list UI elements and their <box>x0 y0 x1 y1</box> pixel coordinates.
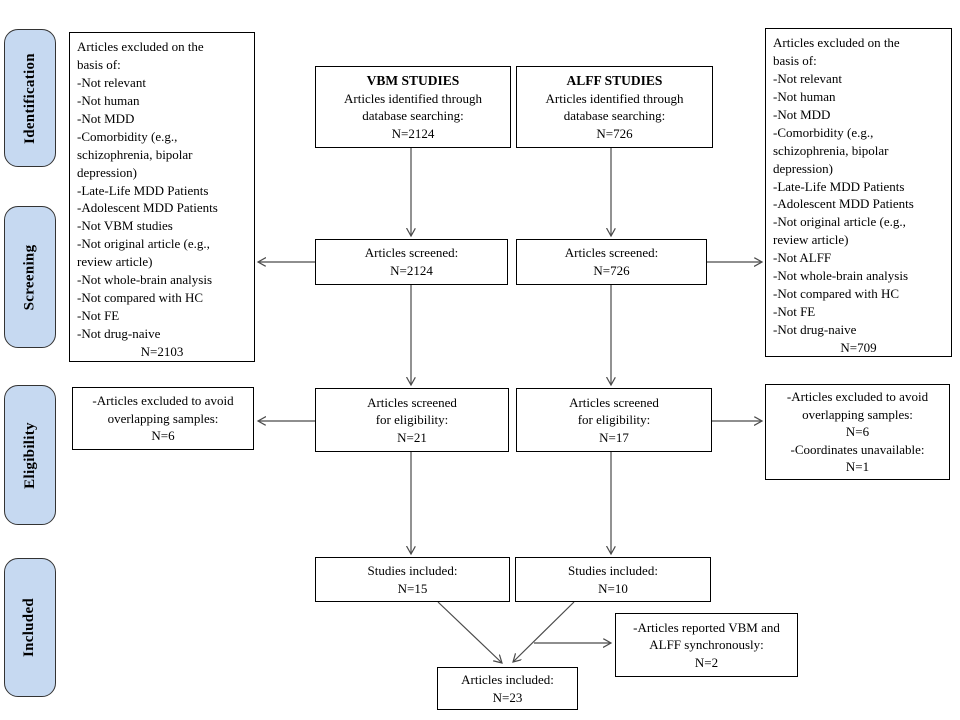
box-alff-eligibility: Articles screened for eligibility: N=17 <box>516 388 712 452</box>
box-vbm-eligibility: Articles screened for eligibility: N=21 <box>315 388 509 452</box>
right-excluded-count: N=709 <box>840 339 877 355</box>
right-overlap-body: -Articles excluded to avoid overlapping … <box>786 389 929 475</box>
vbm-eligibility-body: Articles screened for eligibility: N=21 <box>367 394 457 445</box>
vbm-included-body: Studies included: N=15 <box>367 562 458 596</box>
box-alff-studies-included: Studies included: N=10 <box>515 557 711 602</box>
stage-screening-label: Screening <box>21 244 38 310</box>
box-right-overlap-excluded: -Articles excluded to avoid overlapping … <box>765 384 950 480</box>
box-right-excluded: Articles excluded on the basis of: -Not … <box>765 28 952 357</box>
vbm-title: VBM STUDIES <box>366 72 460 88</box>
left-excluded-body: Articles excluded on the basis of: -Not … <box>77 39 218 341</box>
box-vbm-alff-synchronously: -Articles reported VBM and ALFF synchron… <box>615 613 798 677</box>
right-excluded-body: Articles excluded on the basis of: -Not … <box>773 35 914 337</box>
left-overlap-body: -Articles excluded to avoid overlapping … <box>92 393 234 444</box>
box-alff-identified: ALFF STUDIES Articles identified through… <box>516 66 713 148</box>
articles-included-body: Articles included: N=23 <box>461 671 554 705</box>
box-left-excluded: Articles excluded on the basis of: -Not … <box>69 32 255 362</box>
stage-screening: Screening <box>4 206 56 348</box>
stage-eligibility-label: Eligibility <box>21 421 38 489</box>
stage-eligibility: Eligibility <box>4 385 56 525</box>
stage-included: Included <box>4 558 56 697</box>
vbm-identified-body: Articles identified through database sea… <box>344 90 482 141</box>
box-vbm-studies-included: Studies included: N=15 <box>315 557 510 602</box>
box-alff-screened: Articles screened: N=726 <box>516 239 707 285</box>
synchronously-body: -Articles reported VBM and ALFF synchron… <box>633 619 780 670</box>
vbm-screened-body: Articles screened: N=2124 <box>364 245 459 278</box>
box-vbm-identified: VBM STUDIES Articles identified through … <box>315 66 511 148</box>
alff-included-body: Studies included: N=10 <box>568 562 658 596</box>
box-left-overlap-excluded: -Articles excluded to avoid overlapping … <box>72 387 254 450</box>
stage-identification-label: Identification <box>21 52 38 144</box>
stage-identification: Identification <box>4 29 56 167</box>
alff-eligibility-body: Articles screened for eligibility: N=17 <box>569 394 659 445</box>
alff-identified-body: Articles identified through database sea… <box>545 90 684 141</box>
alff-screened-body: Articles screened: N=726 <box>564 245 659 278</box>
left-excluded-count: N=2103 <box>140 343 184 359</box>
box-articles-included: Articles included: N=23 <box>437 667 578 710</box>
stage-included-label: Included <box>21 597 38 658</box>
alff-title: ALFF STUDIES <box>566 72 663 88</box>
box-vbm-screened: Articles screened: N=2124 <box>315 239 508 285</box>
